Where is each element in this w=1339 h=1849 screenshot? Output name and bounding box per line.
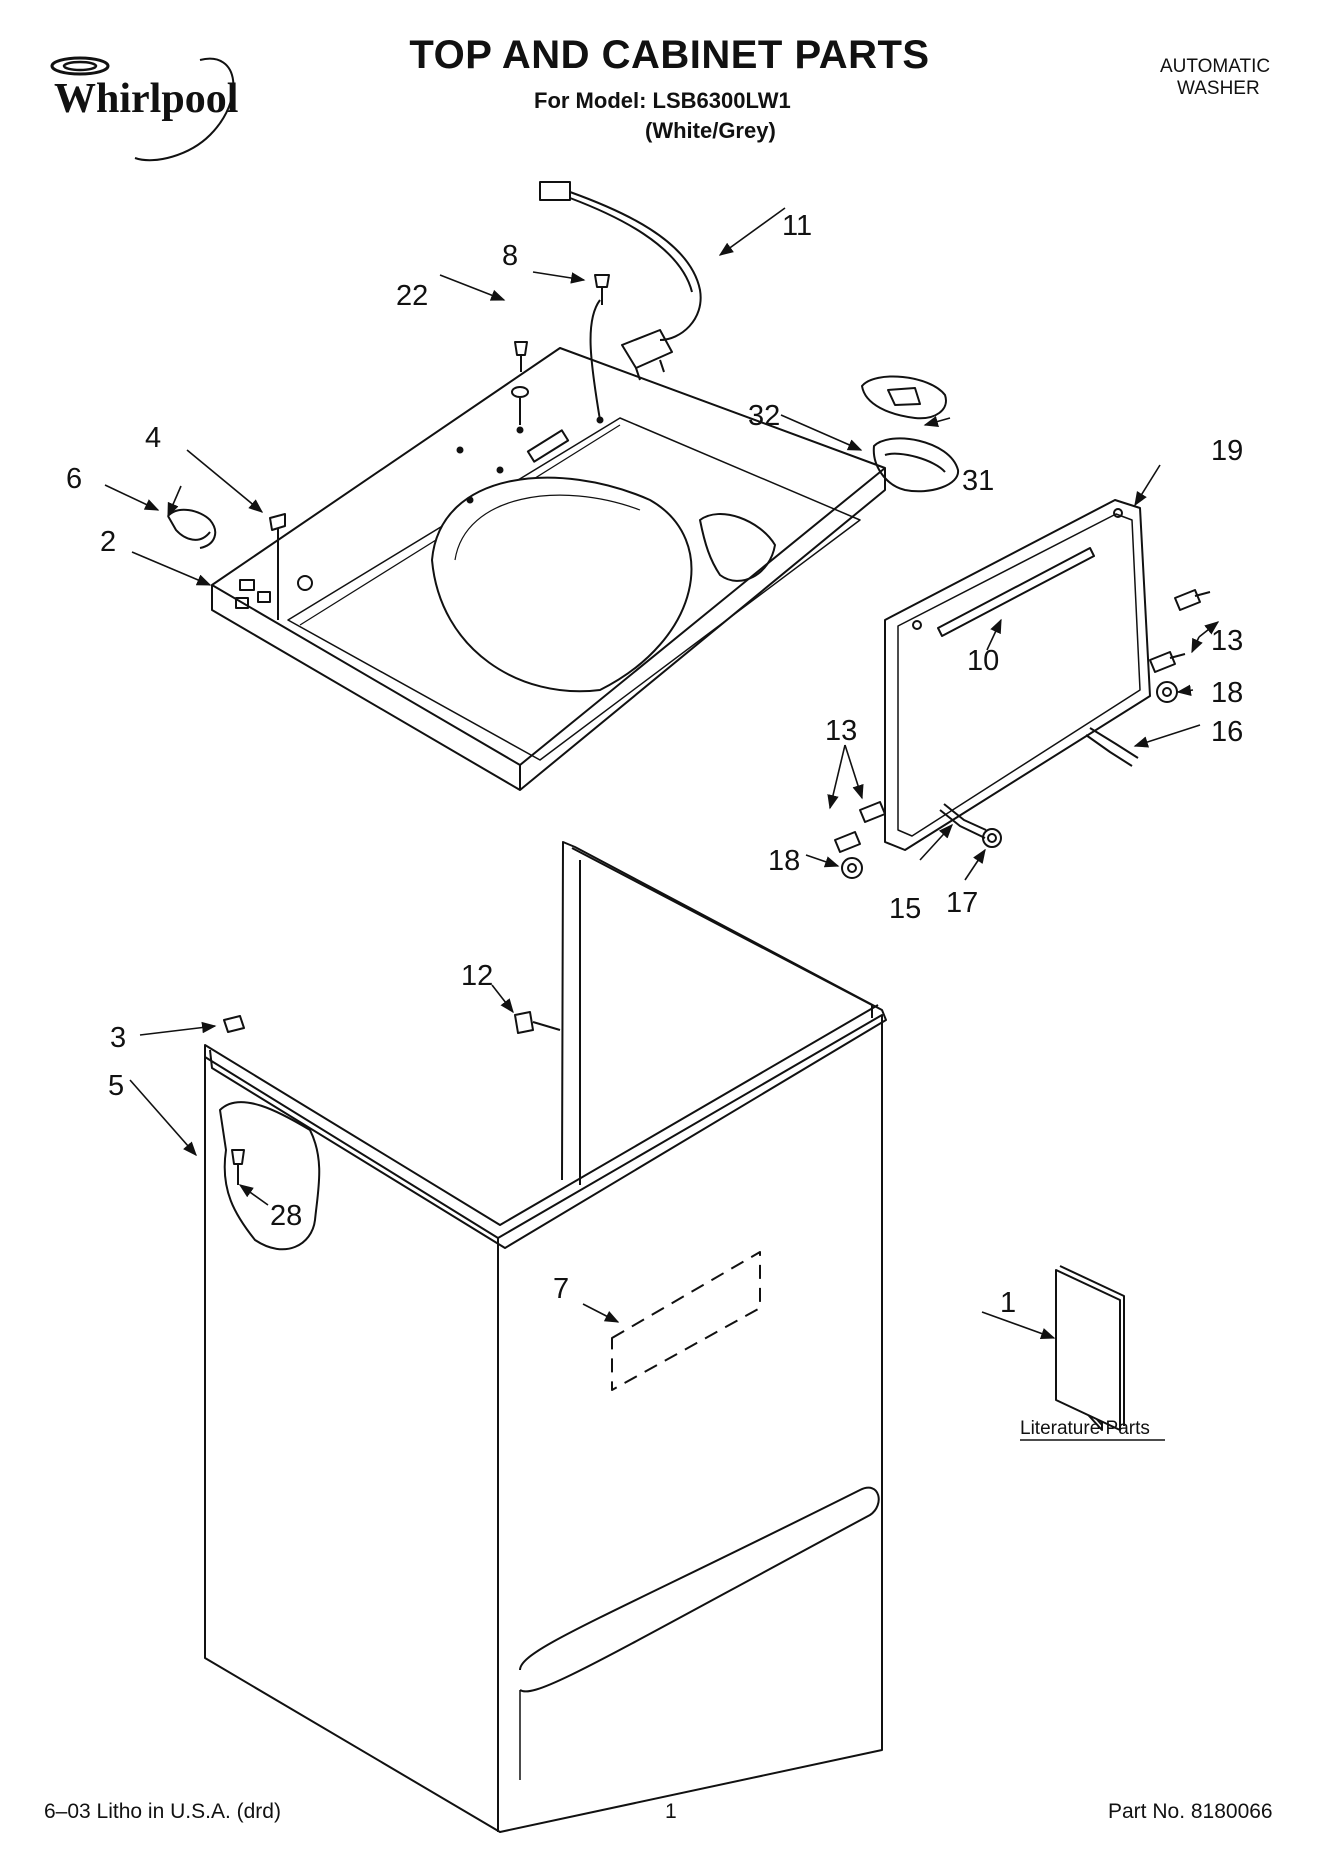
part-13-screw-a: [1174, 589, 1211, 611]
callout-22: 22: [396, 280, 428, 312]
part-4-bracket: [269, 513, 286, 620]
callout-17: 17: [946, 887, 978, 919]
callout-28: 28: [270, 1200, 302, 1232]
model-line: For Model: LSB6300LW1: [534, 88, 791, 113]
part-1-literature: [1055, 1265, 1125, 1431]
callout-15: 15: [889, 893, 921, 925]
callout-19: 19: [1211, 435, 1243, 467]
callout-7: 7: [553, 1273, 569, 1305]
callout-labels: 1 2 3 4 5 6 7 8 10 11 12 13 13 15 16 17 …: [66, 210, 1243, 1439]
whirlpool-logo: Whirlpool: [50, 56, 238, 162]
category-line-1: AUTOMATIC: [1160, 56, 1271, 77]
callout-5: 5: [108, 1070, 124, 1102]
part-7-label: [611, 1251, 761, 1391]
category-line-2: WASHER: [1177, 78, 1260, 99]
part-11-lid-switch: [539, 181, 702, 421]
part-15-hinge-rod: [939, 803, 987, 839]
part-18-bumper-a: [1156, 681, 1178, 703]
callout-1: 1: [1000, 1287, 1016, 1319]
part-3-clip: [223, 1015, 245, 1033]
part-13-screw-b: [1149, 651, 1186, 673]
part-22-screw: [511, 341, 529, 425]
part-5-cabinet: [204, 841, 887, 1833]
part-8-screw: [594, 274, 610, 305]
callout-arrows: [104, 207, 1220, 1340]
part-13-screw-d: [834, 831, 861, 853]
part-6-clip: [167, 508, 217, 549]
callout-16: 16: [1211, 716, 1243, 748]
logo-wordmark: Whirlpool: [54, 76, 238, 122]
callout-18-right: 18: [1211, 677, 1243, 709]
top-panel: [211, 347, 886, 791]
callout-4: 4: [145, 422, 161, 454]
part-13-screw-c: [859, 801, 886, 823]
footer-page-number: 1: [665, 1800, 677, 1823]
callout-31: 31: [962, 465, 994, 497]
part-32-dispenser-cup: [872, 437, 960, 493]
part-19-lid: [884, 499, 1151, 851]
part-31-dispenser: [861, 375, 947, 420]
page-title: TOP AND CABINET PARTS: [409, 33, 930, 77]
footer-print-info: 6–03 Litho in U.S.A. (drd): [44, 1800, 281, 1823]
callout-2: 2: [100, 526, 116, 558]
cutaway-view: [219, 1101, 321, 1251]
footer-part-number: Part No. 8180066: [1108, 1800, 1273, 1823]
part-16-hinge-rod-2: [1089, 727, 1139, 759]
callout-18-left: 18: [768, 845, 800, 877]
callout-13-right: 13: [1211, 625, 1243, 657]
literature-parts-label: Literature Parts: [1020, 1418, 1150, 1439]
callout-11: 11: [782, 210, 812, 242]
callout-6: 6: [66, 463, 82, 495]
callout-13-left: 13: [825, 715, 857, 747]
part-28-screw: [231, 1149, 245, 1185]
callout-10: 10: [967, 645, 999, 677]
part-16-hinge-rod: [1085, 734, 1133, 767]
part-18-bumper-b: [841, 857, 863, 879]
callout-3: 3: [110, 1022, 126, 1054]
callout-8: 8: [502, 240, 518, 272]
part-17-grommet: [982, 828, 1002, 848]
callout-32: 32: [748, 400, 780, 432]
callout-12: 12: [461, 960, 493, 992]
part-12-screw: [514, 1011, 561, 1034]
model-variant: (White/Grey): [645, 118, 776, 143]
